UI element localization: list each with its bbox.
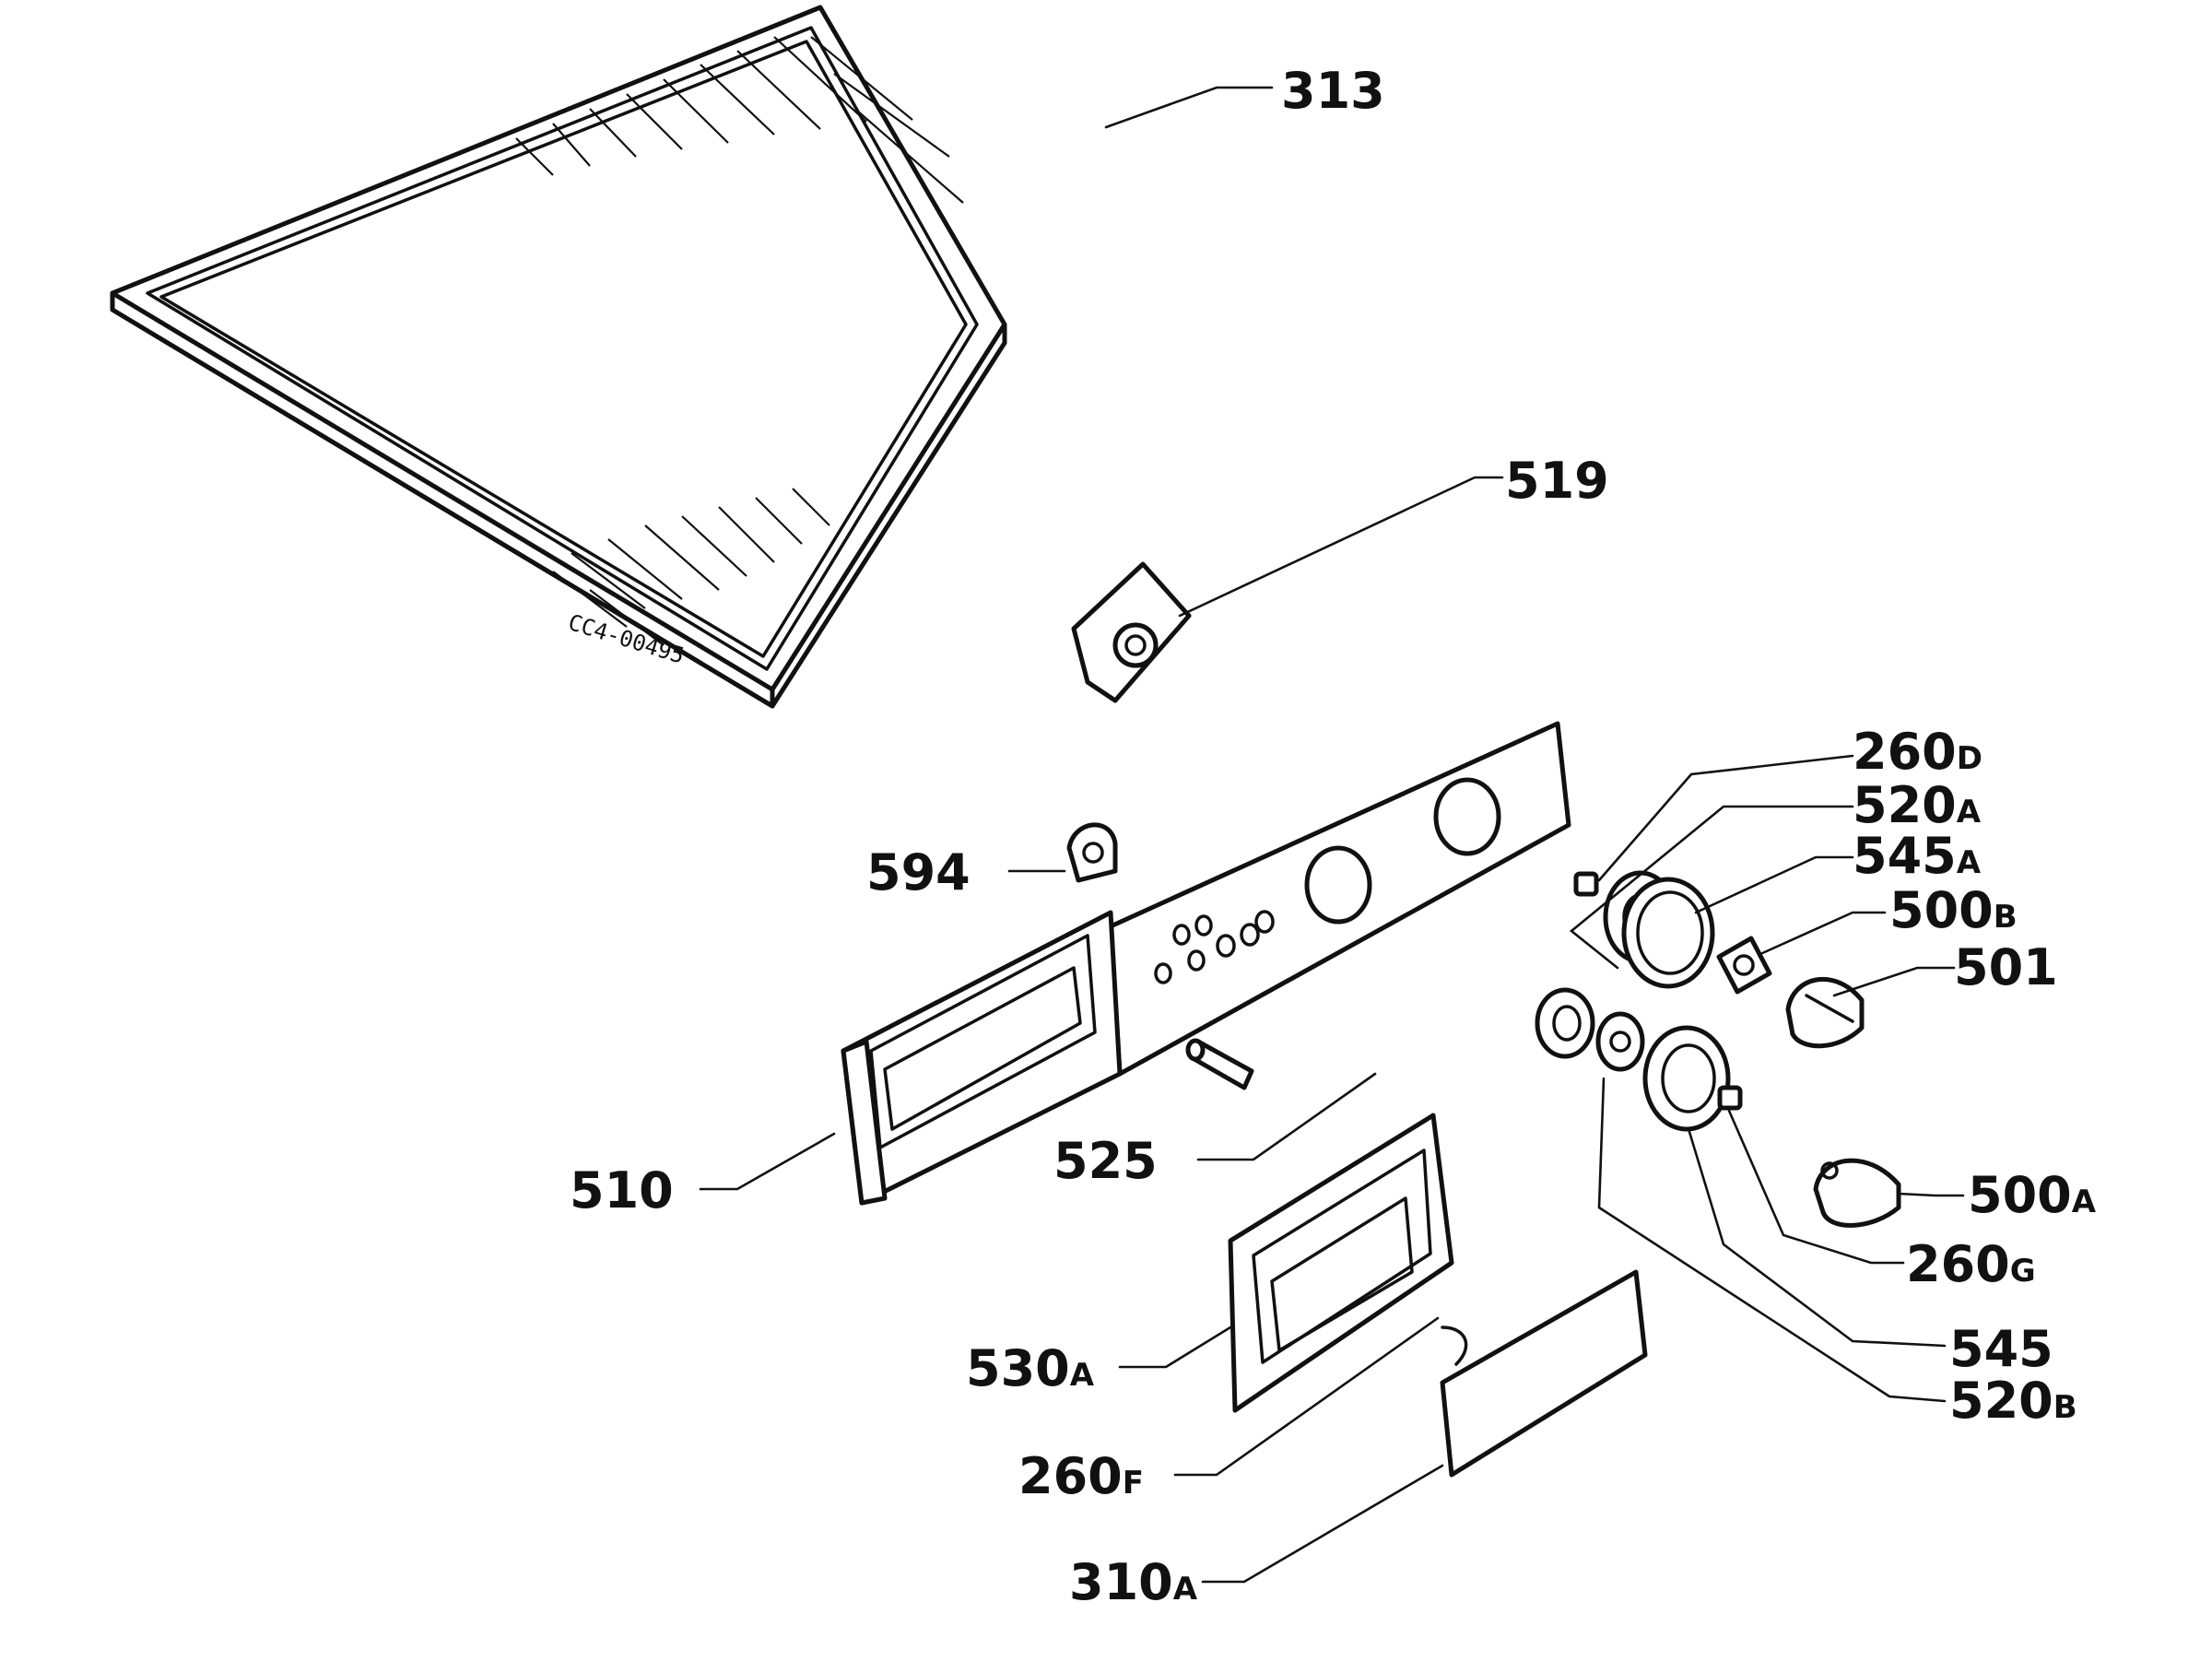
callout-510: 510 (570, 1161, 674, 1219)
callout-500a: 500A (1968, 1166, 2097, 1224)
leader-500b (1759, 911, 1887, 956)
knob-assembly (1535, 870, 1901, 1228)
part-594-lamp-holder (1066, 822, 1118, 883)
part-501-knob (1785, 976, 1865, 1049)
part-510-drawer-front (841, 910, 1123, 1206)
callout-525: 525 (1053, 1132, 1158, 1190)
part-545-ring (1595, 1011, 1645, 1072)
part-520b-bearing (1535, 987, 1595, 1059)
callout-545a: 545A (1853, 827, 1982, 885)
callout-530a: 530A (966, 1339, 1095, 1397)
part-310a-cover (1440, 1269, 1648, 1478)
leader-520a (1569, 805, 1854, 970)
part-260g-spring (1642, 1025, 1743, 1132)
leader-310a (1201, 1464, 1444, 1584)
leader-510 (699, 1132, 836, 1191)
part-260d-spring (1573, 871, 1599, 897)
leader-260g (1727, 1109, 1905, 1265)
callout-520a: 520A (1853, 776, 1982, 834)
control-panel (1108, 721, 1571, 1077)
callout-313: 313 (1281, 62, 1385, 120)
leader-530a (1118, 1325, 1232, 1369)
callout-labels: 313 519 260D 520A 545A 500B 501 594 510 … (570, 62, 2097, 1611)
leader-260d (1597, 754, 1854, 882)
leader-500a (1897, 1192, 1965, 1197)
leader-519 (1178, 476, 1504, 618)
part-530a-drawer (1228, 1113, 1454, 1413)
part-545a-ring (1621, 877, 1715, 989)
leader-545 (1688, 1130, 1947, 1348)
leader-313 (1104, 86, 1274, 129)
callout-260g: 260G (1906, 1235, 2036, 1293)
callout-260d: 260D (1853, 723, 1983, 781)
leader-545a (1694, 855, 1854, 914)
leader-520b (1597, 1077, 1947, 1403)
leader-lines (699, 86, 1965, 1584)
worktop-hatching (515, 36, 964, 646)
callout-501: 501 (1954, 938, 2058, 996)
part-519-bracket (1071, 561, 1192, 703)
callout-260f: 260F (1018, 1447, 1144, 1505)
callout-520b: 520B (1949, 1372, 2077, 1430)
part-500a-knob (1813, 1158, 1901, 1228)
callout-519: 519 (1505, 452, 1609, 510)
leader-501 (1832, 966, 1956, 997)
part-525-pin (1185, 1038, 1254, 1090)
callout-594: 594 (866, 843, 971, 901)
part-313-worktop: CC4-00495 (110, 5, 1007, 709)
callout-500b: 500B (1889, 881, 2018, 939)
part-500b-knob-insert (1716, 936, 1772, 995)
leader-260f (1173, 1316, 1440, 1477)
leader-525 (1196, 1072, 1377, 1161)
callout-310a: 310A (1069, 1553, 1198, 1611)
callout-545: 545 (1949, 1320, 2053, 1378)
